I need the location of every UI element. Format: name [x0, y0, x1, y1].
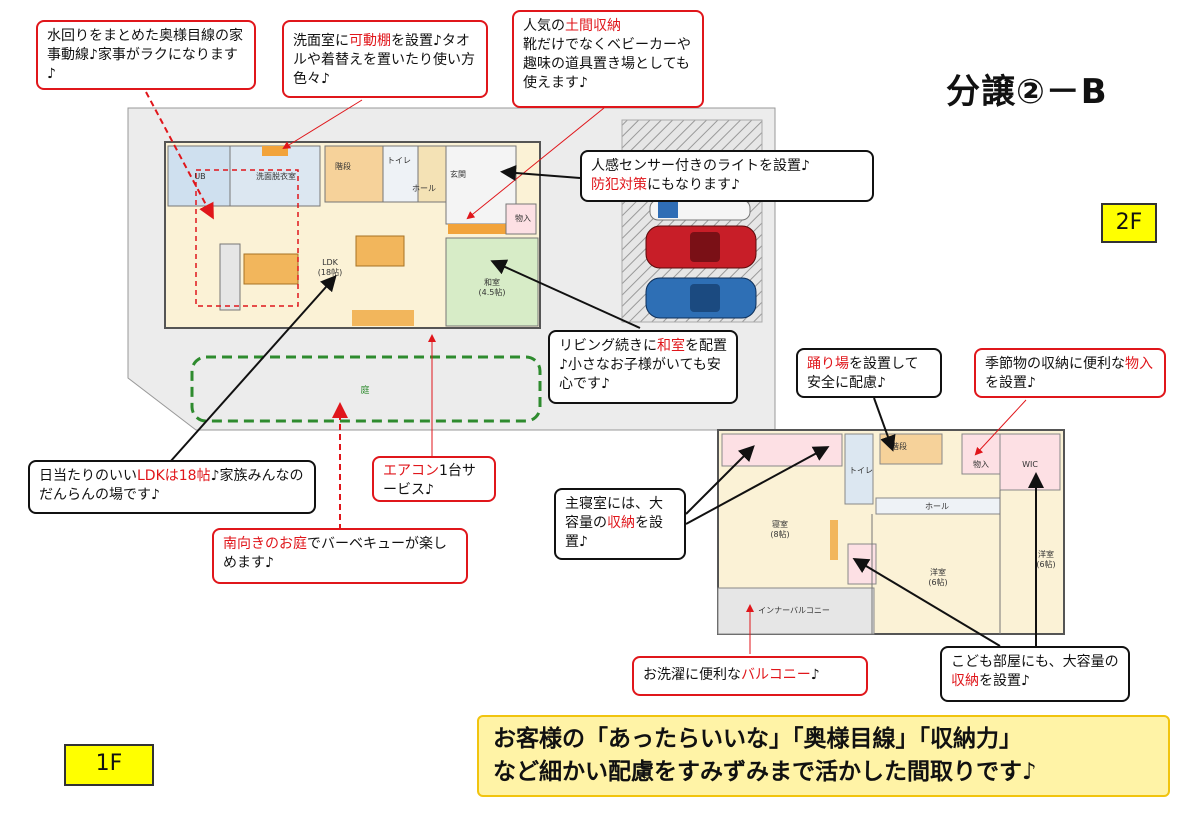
callout-kitchen-workflow: 水回りをまとめた奥様目線の家事動線♪家事がラクになります♪ [36, 20, 256, 90]
callout-highlight: LDKは18帖 [137, 468, 211, 484]
callout-text: を設置♪ [979, 673, 1030, 689]
room-washroom: 洗面脱衣室 [256, 172, 296, 181]
room-washitsu: 和室 (4.5帖) [478, 278, 506, 297]
callout-highlight: エアコン [383, 463, 439, 479]
callout-text: 1台サービス♪ [383, 463, 476, 498]
callout-text: でバーベキューが楽しめます♪ [223, 536, 447, 571]
callout-doma-storage: 人気の土間収納靴だけでなくベビーカーや趣味の道具置き場としても使えます♪ [512, 10, 704, 108]
callout-highlight: 物入 [1125, 356, 1153, 372]
callout-text: を配置♪小さなお子様がいても安心です♪ [559, 338, 727, 392]
callout-text: 靴だけでなくベビーカーや趣味の道具置き場としても使えます♪ [523, 37, 691, 91]
callout-highlight: 土間収納 [565, 18, 621, 34]
callout-text: お洗濯に便利な [643, 667, 741, 683]
callout-text: を設置して安全に配慮♪ [807, 356, 919, 391]
callout-balcony: お洗濯に便利なバルコニー♪ [632, 656, 868, 696]
callout-text: 主寝室には、大容量の [565, 496, 663, 531]
callout-movable-shelf: 洗面室に可動棚を設置♪タオルや着替えを置いたり使い方色々♪ [282, 20, 488, 98]
callout-sensor-light: 人感センサー付きのライトを設置♪ 防犯対策にもなります♪ [580, 150, 874, 202]
callout-washitsu: リビング続きに和室を配置♪小さなお子様がいても安心です♪ [548, 330, 738, 404]
callout-seasonal-storage: 季節物の収納に便利な物入を設置♪ [974, 348, 1166, 398]
callout-landing: 踊り場を設置して安全に配慮♪ [796, 348, 942, 398]
callout-text: ♪家族みんなのだんらんの場です♪ [39, 468, 304, 503]
room-ldk: LDK (18帖) [317, 258, 343, 277]
callout-highlight: 和室 [657, 338, 685, 354]
callout-text: にもなります♪ [647, 177, 740, 193]
callout-master-storage: 主寝室には、大容量の収納を設置♪ [554, 488, 686, 560]
room-hall-1f: ホール [412, 184, 436, 193]
car-red [645, 225, 757, 269]
room-toilet-2f: トイレ [849, 466, 873, 475]
callout-text: 水回りをまとめた奥様目線の家事動線♪家事がラクになります♪ [47, 28, 243, 82]
summary-line-2: など細かい配慮をすみずみまで活かした間取りです♪ [493, 759, 1037, 785]
callout-text: 季節物の収納に便利な [985, 356, 1125, 372]
callout-ldk: 日当たりのいいLDKは18帖♪家族みんなのだんらんの場です♪ [28, 460, 316, 514]
car-white [649, 199, 751, 221]
room-storage-2f: 物入 [973, 460, 989, 469]
callout-highlight: 収納 [607, 515, 635, 531]
room-balcony: インナーバルコニー [758, 606, 830, 615]
callout-text: 人感センサー付きのライトを設置♪ [591, 158, 810, 174]
callout-kids-storage: こども部屋にも、大容量の収納を設置♪ [940, 646, 1130, 702]
page-title: 分譲②－B [946, 72, 1108, 112]
callout-highlight: 南向きのお庭 [223, 536, 307, 552]
room-storage-1f: 物入 [515, 214, 531, 223]
room-stairs-1f: 階段 [335, 162, 351, 171]
callout-highlight: 踊り場 [807, 356, 849, 372]
car-blue [645, 277, 757, 319]
callout-text: 日当たりのいい [39, 468, 137, 484]
callout-text: ♪ [810, 667, 820, 683]
callout-text: 人気の [523, 18, 565, 34]
room-bedroom-main: 寝室 (8帖) [770, 520, 790, 539]
room-genkan: 玄関 [450, 170, 466, 179]
callout-aircon: エアコン1台サービス♪ [372, 456, 496, 502]
callout-highlight: 可動棚 [349, 33, 391, 49]
room-wic: WIC [1022, 460, 1038, 469]
room-western-2: 洋室 (6帖) [928, 568, 948, 587]
summary-line-1: お客様の「あったらいいな」「奥様目線」「収納力」 [493, 726, 1022, 752]
summary-banner: お客様の「あったらいいな」「奥様目線」「収納力」 など細かい配慮をすみずみまで活… [477, 715, 1170, 797]
floor-tag-2f: 2F [1101, 203, 1157, 243]
room-toilet-1f: トイレ [387, 156, 411, 165]
room-yard: 庭 [360, 386, 370, 396]
callout-text: を設置♪ [565, 515, 663, 550]
callout-text: こども部屋にも、大容量の [951, 654, 1119, 670]
callout-highlight: バルコニー [741, 667, 811, 683]
room-hall-2f: ホール [925, 502, 949, 511]
callout-south-yard: 南向きのお庭でバーベキューが楽しめます♪ [212, 528, 468, 584]
floor-tag-1f: 1F [64, 744, 154, 786]
callout-highlight: 防犯対策 [591, 177, 647, 193]
callout-text: を設置♪ [985, 375, 1036, 391]
callout-text: リビング続きに [559, 338, 657, 354]
callout-text: 洗面室に [293, 33, 349, 49]
callout-highlight: 収納 [951, 673, 979, 689]
room-western-3: 洋室 (6帖) [1036, 550, 1056, 569]
room-landing: 階段 [891, 442, 907, 451]
callout-text: を設置♪タオルや着替えを置いたり使い方色々♪ [293, 33, 475, 87]
